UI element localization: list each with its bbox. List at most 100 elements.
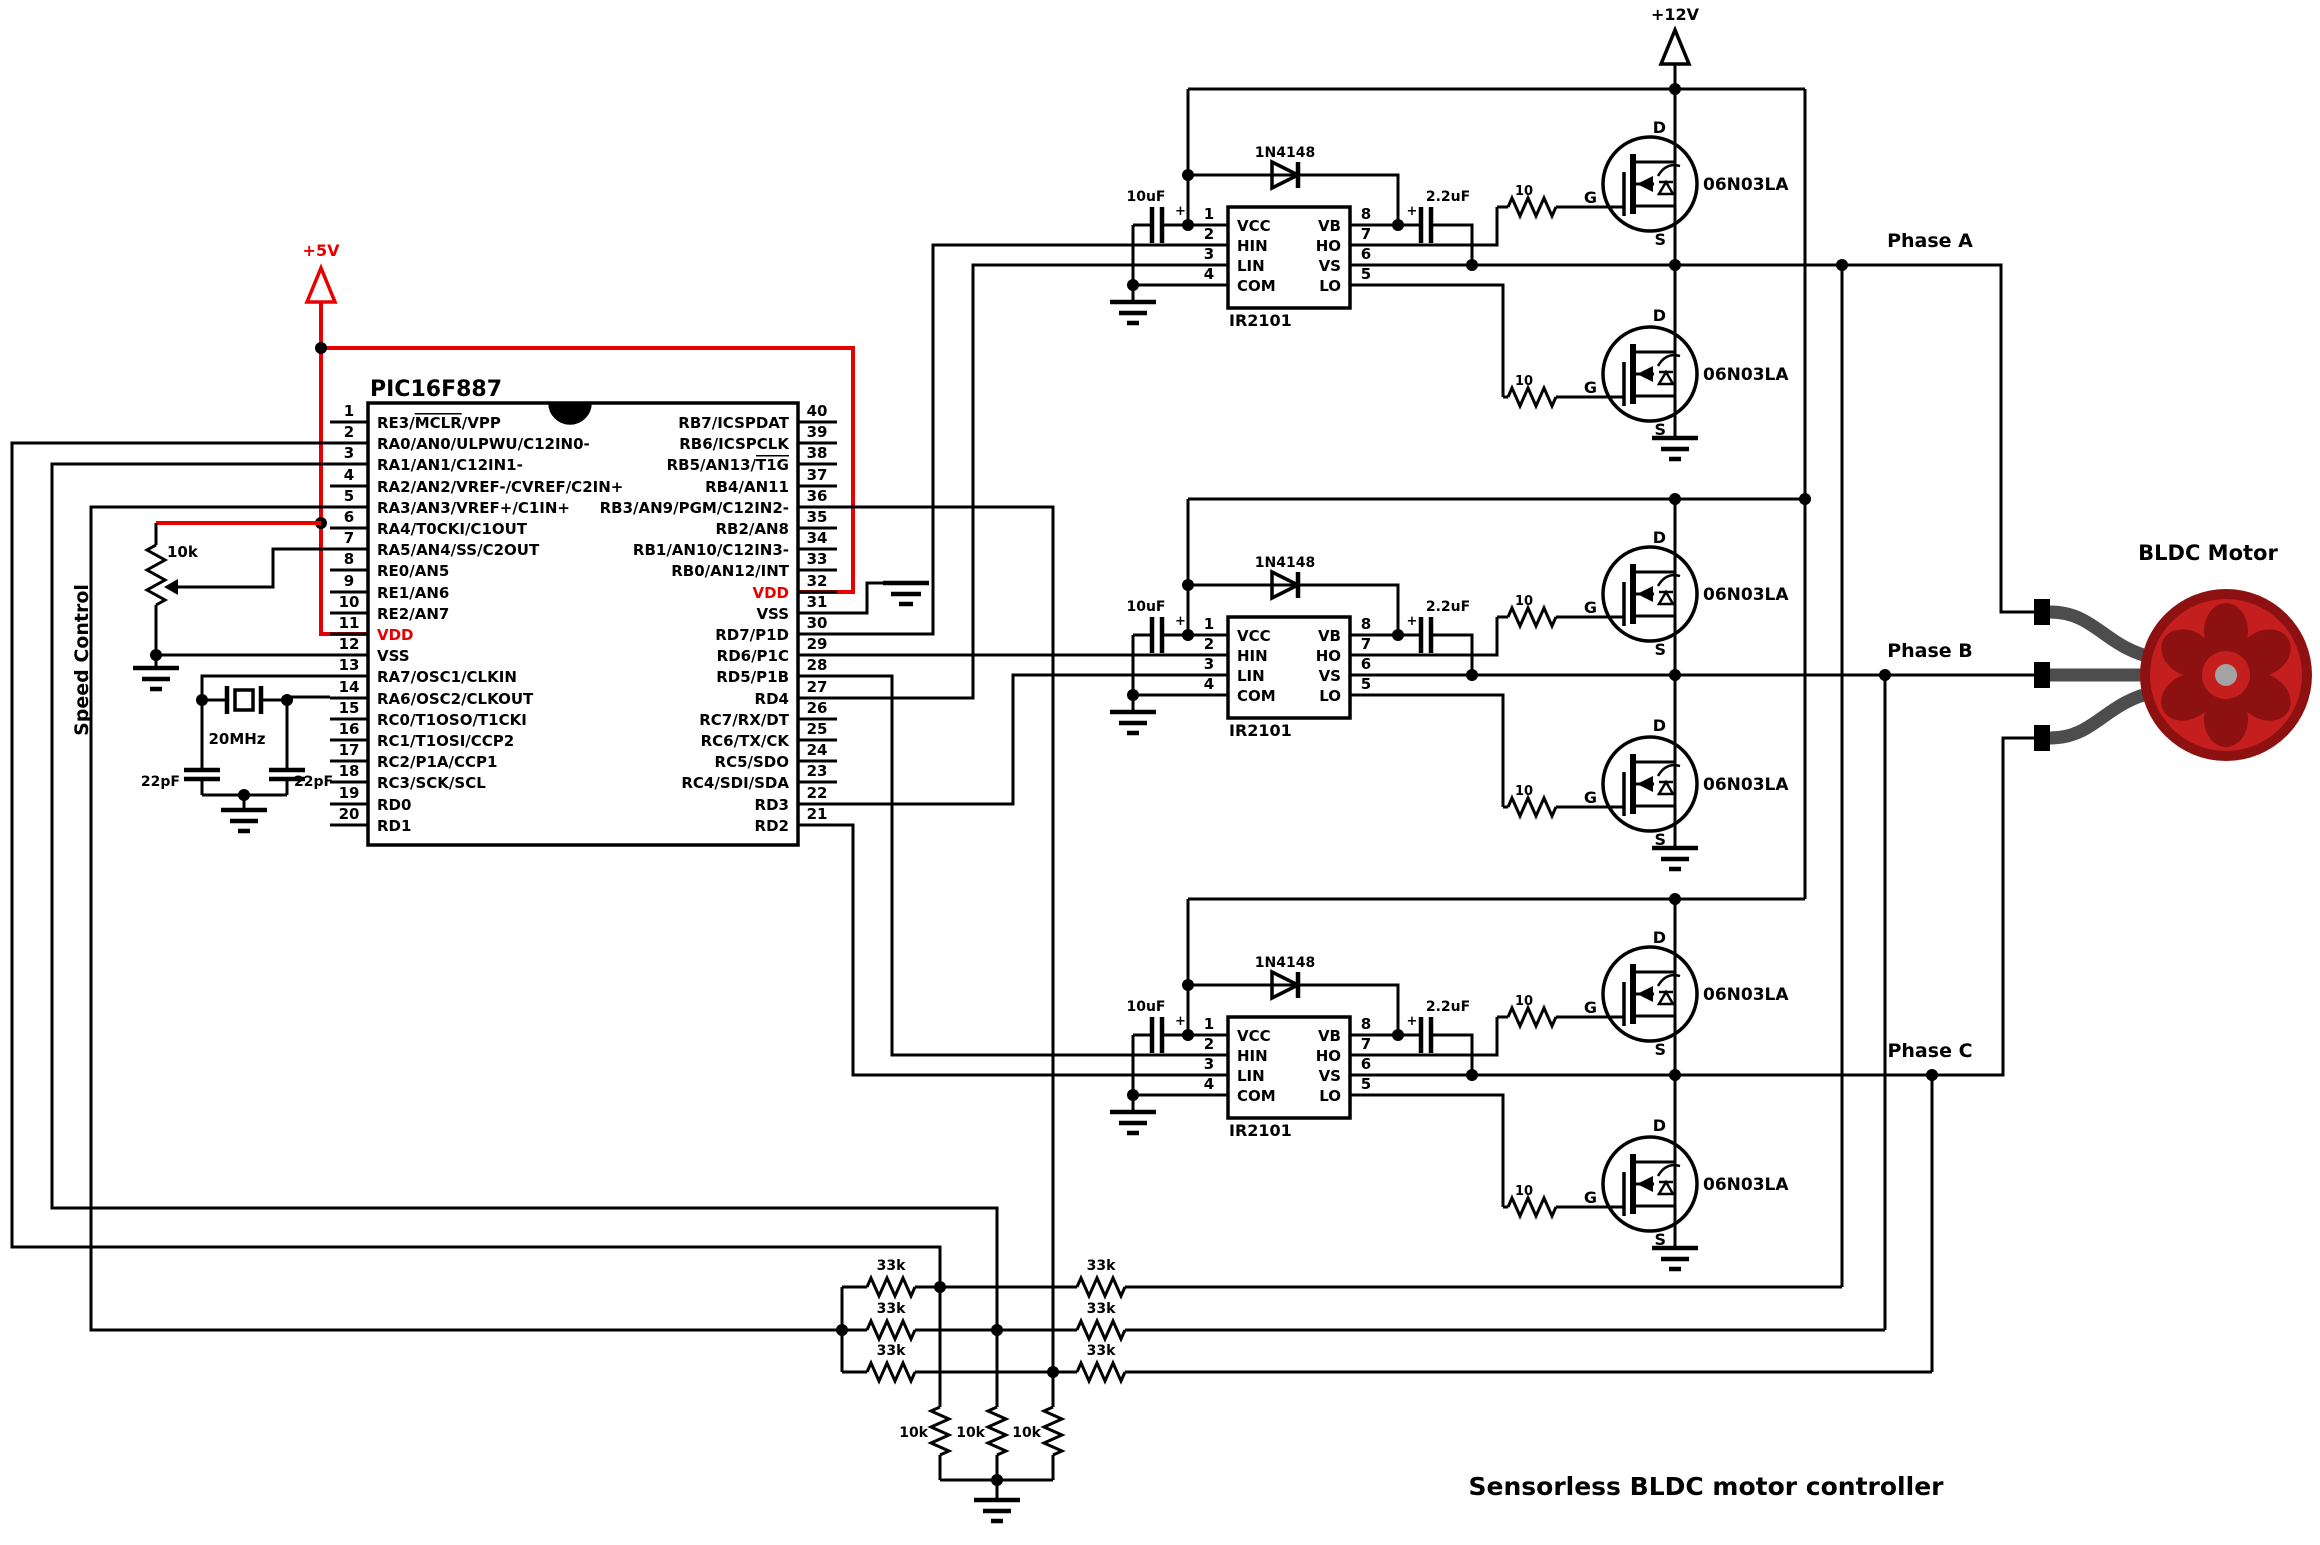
- polarity-plus: +: [1407, 204, 1418, 219]
- phase-b-label: Phase B: [1887, 640, 1973, 662]
- junction-dot: [1127, 689, 1139, 701]
- fet-gate-label: G: [1584, 598, 1597, 617]
- wire: [1652, 845, 1698, 872]
- pin-label-rd6-p1c: RD6/P1C: [717, 647, 789, 665]
- fet-gate-label: G: [1584, 378, 1597, 397]
- ir-pin-number: 8: [1361, 1015, 1371, 1033]
- wire: [1431, 223, 1474, 265]
- pin-number: 33: [807, 550, 828, 568]
- pin-label-rb5-an13-t1g: RB5/AN13/T1G: [667, 456, 789, 474]
- mosfet-part-label: 06N03LA: [1703, 985, 1789, 1005]
- pin-number: 3: [344, 444, 354, 462]
- pin-label-ra7-osc1-clkin: RA7/OSC1/CLKIN: [377, 668, 517, 686]
- pin-number: 9: [344, 572, 354, 590]
- junction-dot: [1836, 259, 1848, 271]
- wire: [2049, 605, 2157, 665]
- wire: [1382, 1017, 1499, 1057]
- pin-number: 34: [807, 529, 828, 547]
- pin-label-re1-an6: RE1/AN6: [377, 584, 449, 602]
- circle: [1601, 545, 1699, 643]
- pin-number: 40: [807, 402, 828, 420]
- junction-dot: [1392, 629, 1404, 641]
- ir-pin-number: 1: [1204, 615, 1214, 633]
- pin-number: 24: [807, 741, 828, 759]
- pin-number: 20: [339, 805, 360, 823]
- wire: [224, 686, 264, 714]
- pin-label-ra2-an2-vref-cvref-c2in-: RA2/AN2/VREF-/CVREF/C2IN+: [377, 478, 623, 496]
- junction-dot: [1926, 1069, 1938, 1081]
- plus-5v-label: +5V: [303, 241, 341, 260]
- ir-pin-lo: LO: [1319, 687, 1341, 705]
- junction-dot: [1799, 493, 1811, 505]
- ir-pin-com: COM: [1237, 687, 1276, 705]
- ir-pin-vcc: VCC: [1237, 627, 1271, 645]
- pin-label-rd1: RD1: [377, 817, 411, 835]
- motor-spoke-cutout: [2237, 673, 2291, 721]
- ir-pin-number: 7: [1361, 635, 1371, 653]
- pin-number: 35: [807, 508, 828, 526]
- mosfet-part-label: 06N03LA: [1703, 775, 1789, 795]
- ir-pin-lo: LO: [1319, 277, 1341, 295]
- pin-number: 2: [344, 423, 354, 441]
- motor-connector: [2034, 662, 2050, 688]
- ir-pin-number: 7: [1361, 1035, 1371, 1053]
- rect: [1630, 344, 1636, 404]
- body-diode-icon: [1656, 1179, 1676, 1196]
- junction-dot: [836, 1324, 848, 1336]
- ir-pin-lin: LIN: [1237, 1067, 1265, 1085]
- pic16f887-mcu: PIC16F8871RE3/MCLR/VPP2RA0/AN0/ULPWU/C12…: [330, 377, 929, 847]
- polarity-plus: +: [1407, 1014, 1418, 1029]
- power-arrow-icon: [304, 263, 338, 304]
- pin-number: 17: [339, 741, 360, 759]
- wire: [221, 807, 267, 834]
- junction-dot: [1669, 259, 1681, 271]
- ir-pin-lo: LO: [1319, 1087, 1341, 1105]
- pin-number: 39: [807, 423, 828, 441]
- fet-gate-label: G: [1584, 1188, 1597, 1207]
- wire: [1506, 194, 1558, 220]
- motor-spoke-cutout: [2161, 629, 2215, 677]
- wire: [1418, 207, 1434, 243]
- pin-label-rd0: RD0: [377, 796, 411, 814]
- wire: [984, 1405, 1010, 1457]
- wire: [1382, 1093, 1505, 1207]
- circle: [1601, 735, 1699, 833]
- ir-pin-hin: HIN: [1237, 237, 1268, 255]
- fet-drain-label: D: [1653, 118, 1666, 137]
- pin-number: 32: [807, 572, 828, 590]
- pin-label-rd4: RD4: [755, 690, 789, 708]
- wire: [798, 823, 1195, 1077]
- resistor-10k-label: 10k: [956, 1425, 985, 1441]
- pin-label-re3-mclr-vpp: RE3/MCLR/VPP: [377, 414, 501, 432]
- circle: [1601, 325, 1699, 423]
- mosfet-high-side-a: [1601, 135, 1699, 233]
- pin-label-rb6-icspclk: RB6/ICSPCLK: [679, 435, 790, 453]
- pin-label-rd3: RD3: [755, 796, 789, 814]
- pin-label-rc5-sdo: RC5/SDO: [715, 753, 789, 771]
- ir-pin-number: 2: [1204, 635, 1214, 653]
- pin-number: 38: [807, 444, 828, 462]
- cap-10uf-label: 10uF: [1126, 599, 1165, 615]
- ir-pin-vb: VB: [1318, 1027, 1341, 1045]
- fet-source-label: S: [1654, 640, 1666, 659]
- ir-pin-ho: HO: [1316, 647, 1341, 665]
- junction-dot: [1182, 579, 1194, 591]
- mosfet-arrow-icon: [1637, 1176, 1653, 1192]
- ir-pin-number: 2: [1204, 225, 1214, 243]
- junction-dot: [1669, 83, 1681, 95]
- pin-number: 26: [807, 699, 828, 717]
- pin-label-rc7-rx-dt: RC7/RX/DT: [699, 711, 790, 729]
- pin-label-vss: VSS: [756, 605, 789, 623]
- fet-drain-label: D: [1653, 528, 1666, 547]
- wire: [1652, 435, 1698, 462]
- pin-label-rd5-p1b: RD5/P1B: [716, 668, 789, 686]
- wire: [50, 462, 999, 1330]
- wire: [865, 1359, 917, 1385]
- ir-pin-vcc: VCC: [1237, 1027, 1271, 1045]
- wire: [285, 695, 330, 770]
- mosfet-high-side-c: [1601, 945, 1699, 1043]
- ir-pin-hin: HIN: [1237, 1047, 1268, 1065]
- ir-pin-number: 4: [1204, 1075, 1214, 1093]
